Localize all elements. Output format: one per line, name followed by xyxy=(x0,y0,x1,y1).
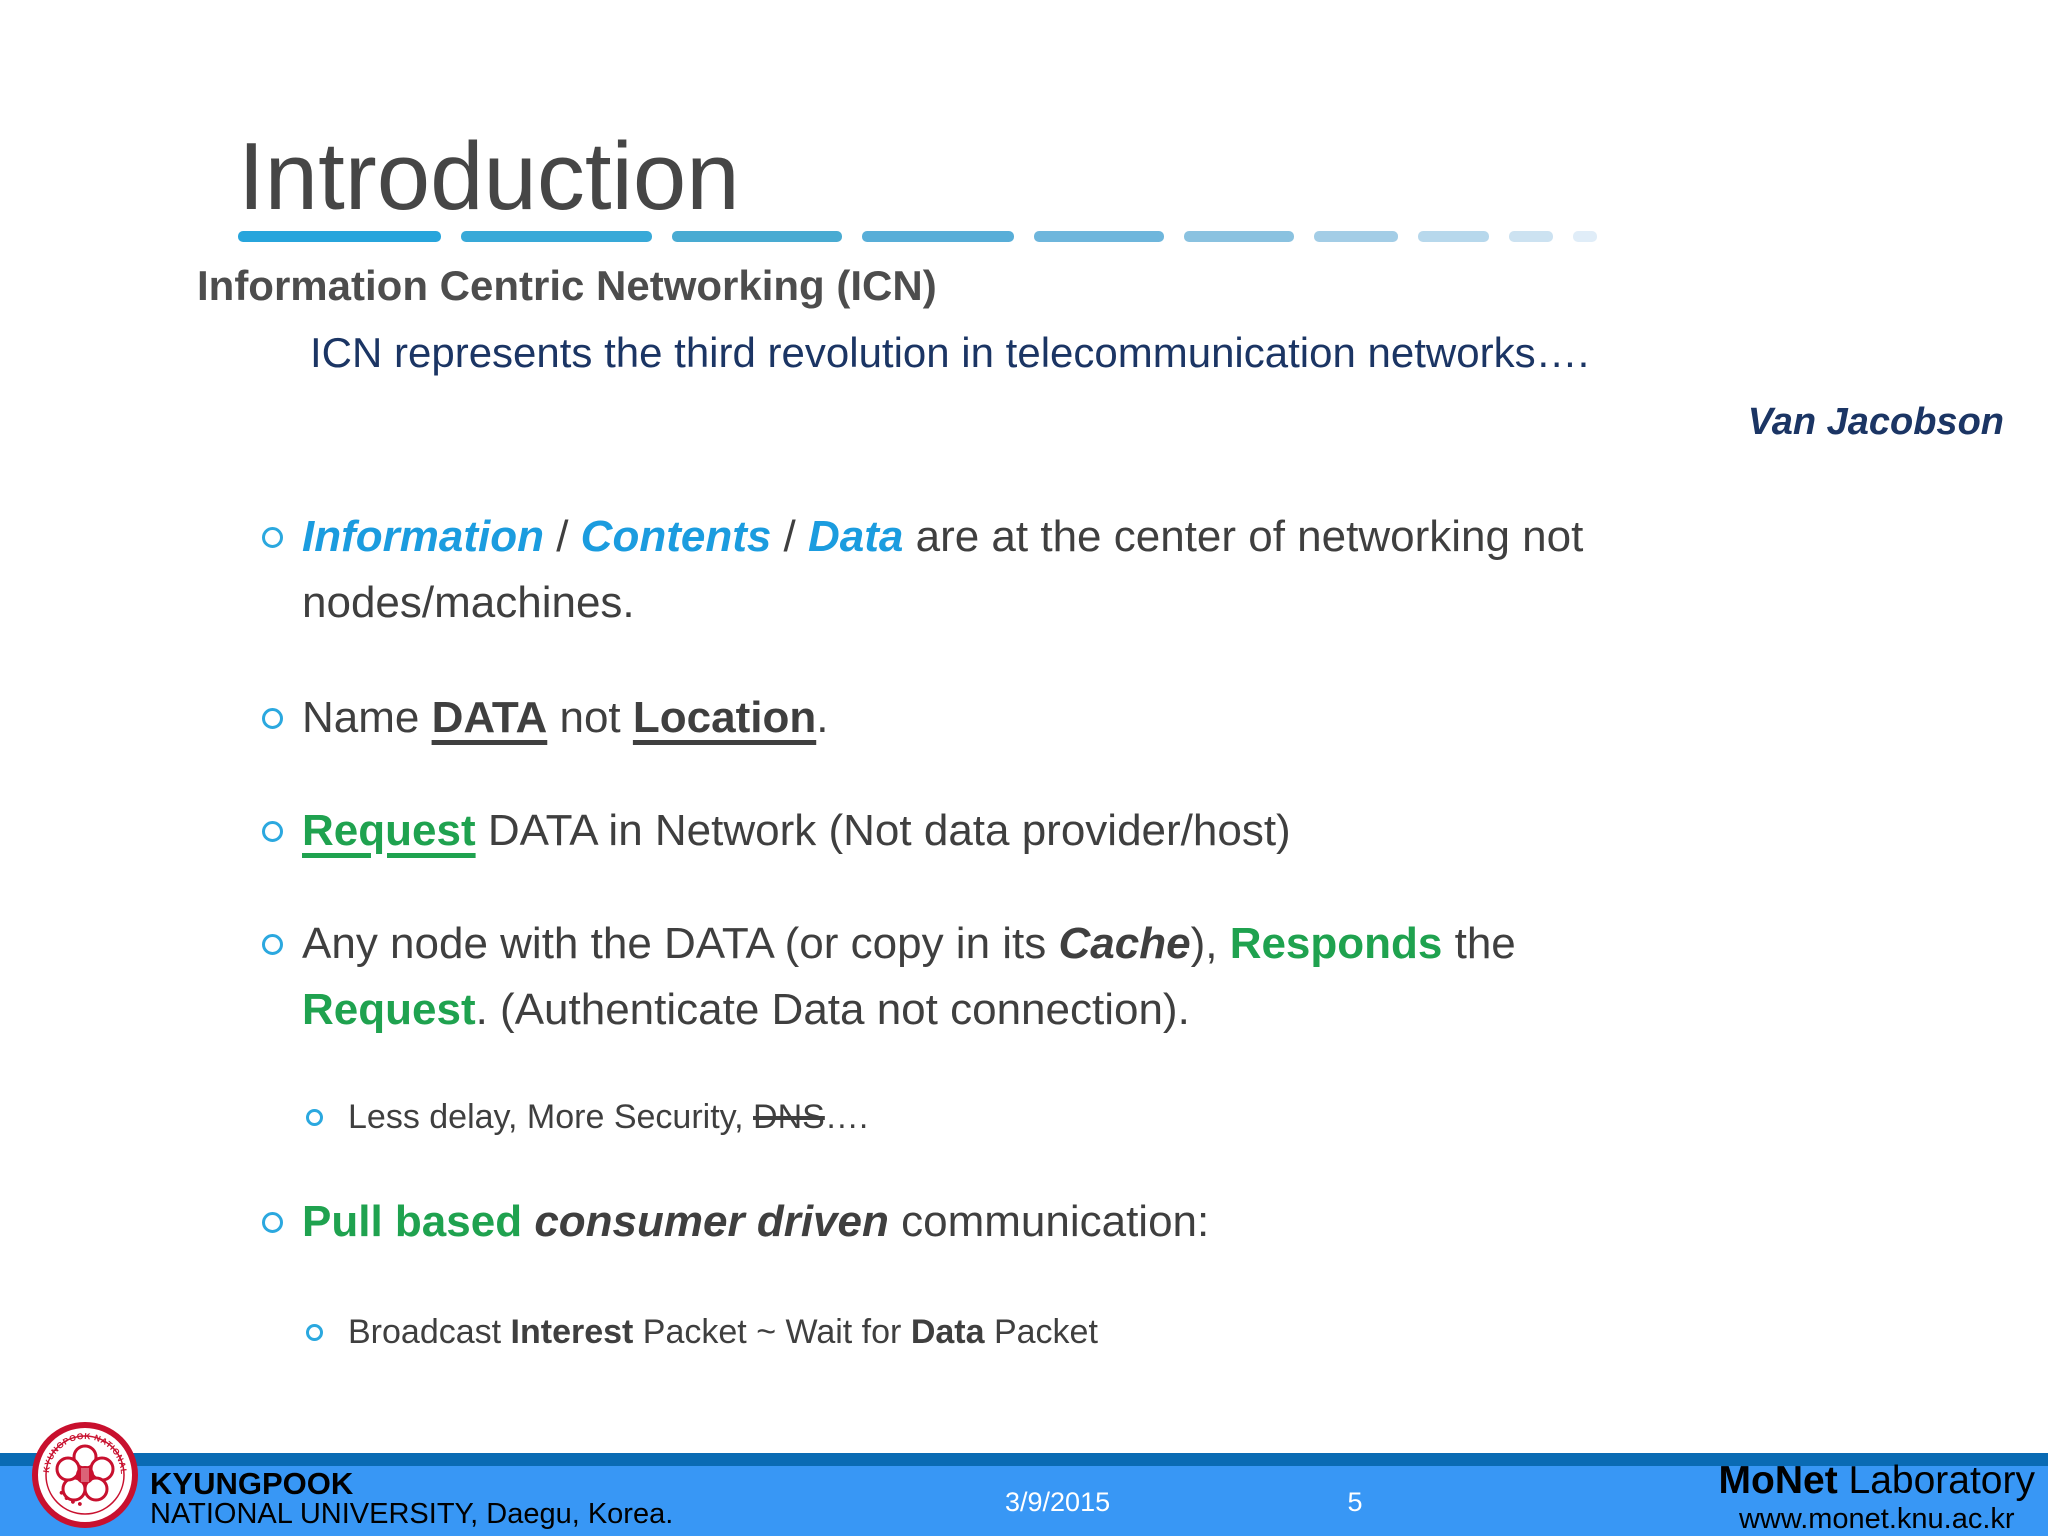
quote-attribution: Van Jacobson xyxy=(1747,401,2004,443)
university-location: NATIONAL UNIVERSITY, Daegu, Korea. xyxy=(150,1498,674,1530)
bullet-text: Information / Contents / Data are at the… xyxy=(302,512,1584,627)
bullet-text: Any node with the DATA (or copy in its C… xyxy=(302,919,1516,1034)
bullet-item: Information / Contents / Data are at the… xyxy=(262,504,2008,636)
icn-heading: Information Centric Networking (ICN) xyxy=(197,262,937,309)
accent-dash xyxy=(461,231,652,242)
bullet-text: Request DATA in Network (Not data provid… xyxy=(302,806,1291,855)
accent-dash xyxy=(1314,231,1398,242)
bullet-circle-icon xyxy=(262,1212,283,1233)
accent-dash xyxy=(1573,231,1597,242)
accent-dash xyxy=(238,231,441,242)
bullet-text: Less delay, More Security, DNS…. xyxy=(348,1098,869,1136)
footer-divider xyxy=(0,1453,2048,1466)
university-name: KYUNGPOOK xyxy=(150,1466,354,1501)
footer-bar xyxy=(0,1466,2048,1536)
bullet-circle-icon xyxy=(306,1109,323,1126)
accent-dash xyxy=(1034,231,1164,242)
slide-page-number: 5 xyxy=(1347,1487,1363,1517)
bullet-text: Name DATA not Location. xyxy=(302,693,829,742)
slide-title: Introduction xyxy=(238,123,740,231)
lab-block: MoNet Laboratory www.monet.knu.ac.kr xyxy=(1719,1459,2035,1535)
accent-dash xyxy=(672,231,842,242)
accent-dash xyxy=(1184,231,1294,242)
bullet-item: Any node with the DATA (or copy in its C… xyxy=(262,911,2008,1043)
bullet-text: Broadcast Interest Packet ~ Wait for Dat… xyxy=(348,1313,1098,1351)
accent-dash xyxy=(1418,231,1489,242)
lab-url: www.monet.knu.ac.kr xyxy=(1738,1503,2015,1535)
bullet-subitem: Less delay, More Security, DNS…. xyxy=(306,1092,2006,1142)
bullet-subitem: Broadcast Interest Packet ~ Wait for Dat… xyxy=(306,1307,2006,1357)
bullet-item: Pull based consumer driven communication… xyxy=(262,1189,2008,1255)
accent-dash xyxy=(862,231,1014,242)
lab-name: MoNet Laboratory xyxy=(1719,1459,2035,1503)
slide-date: 3/9/2015 xyxy=(1005,1487,1111,1517)
lab-name-bold: MoNet xyxy=(1718,1459,1838,1502)
knu-seal-logo: KYUNGPOOK NATIONAL UNIVERSITY ● ● ● ● xyxy=(31,1421,138,1528)
icn-quote: ICN represents the third revolution in t… xyxy=(310,329,1590,376)
accent-dash xyxy=(1509,231,1553,242)
university-name-block: KYUNGPOOK NATIONAL UNIVERSITY, Daegu, Ko… xyxy=(150,1466,674,1530)
bullet-circle-icon xyxy=(306,1324,323,1341)
bullet-item: Name DATA not Location. xyxy=(262,685,2008,751)
bullet-circle-icon xyxy=(262,821,283,842)
bullet-item: Request DATA in Network (Not data provid… xyxy=(262,798,2008,864)
title-accent-dashes xyxy=(238,231,1597,242)
bullet-circle-icon xyxy=(262,934,283,955)
bullet-circle-icon xyxy=(262,527,283,548)
bullet-text: Pull based consumer driven communication… xyxy=(302,1197,1210,1246)
lab-name-rest: Laboratory xyxy=(1837,1459,2035,1502)
bullet-circle-icon xyxy=(262,708,283,729)
